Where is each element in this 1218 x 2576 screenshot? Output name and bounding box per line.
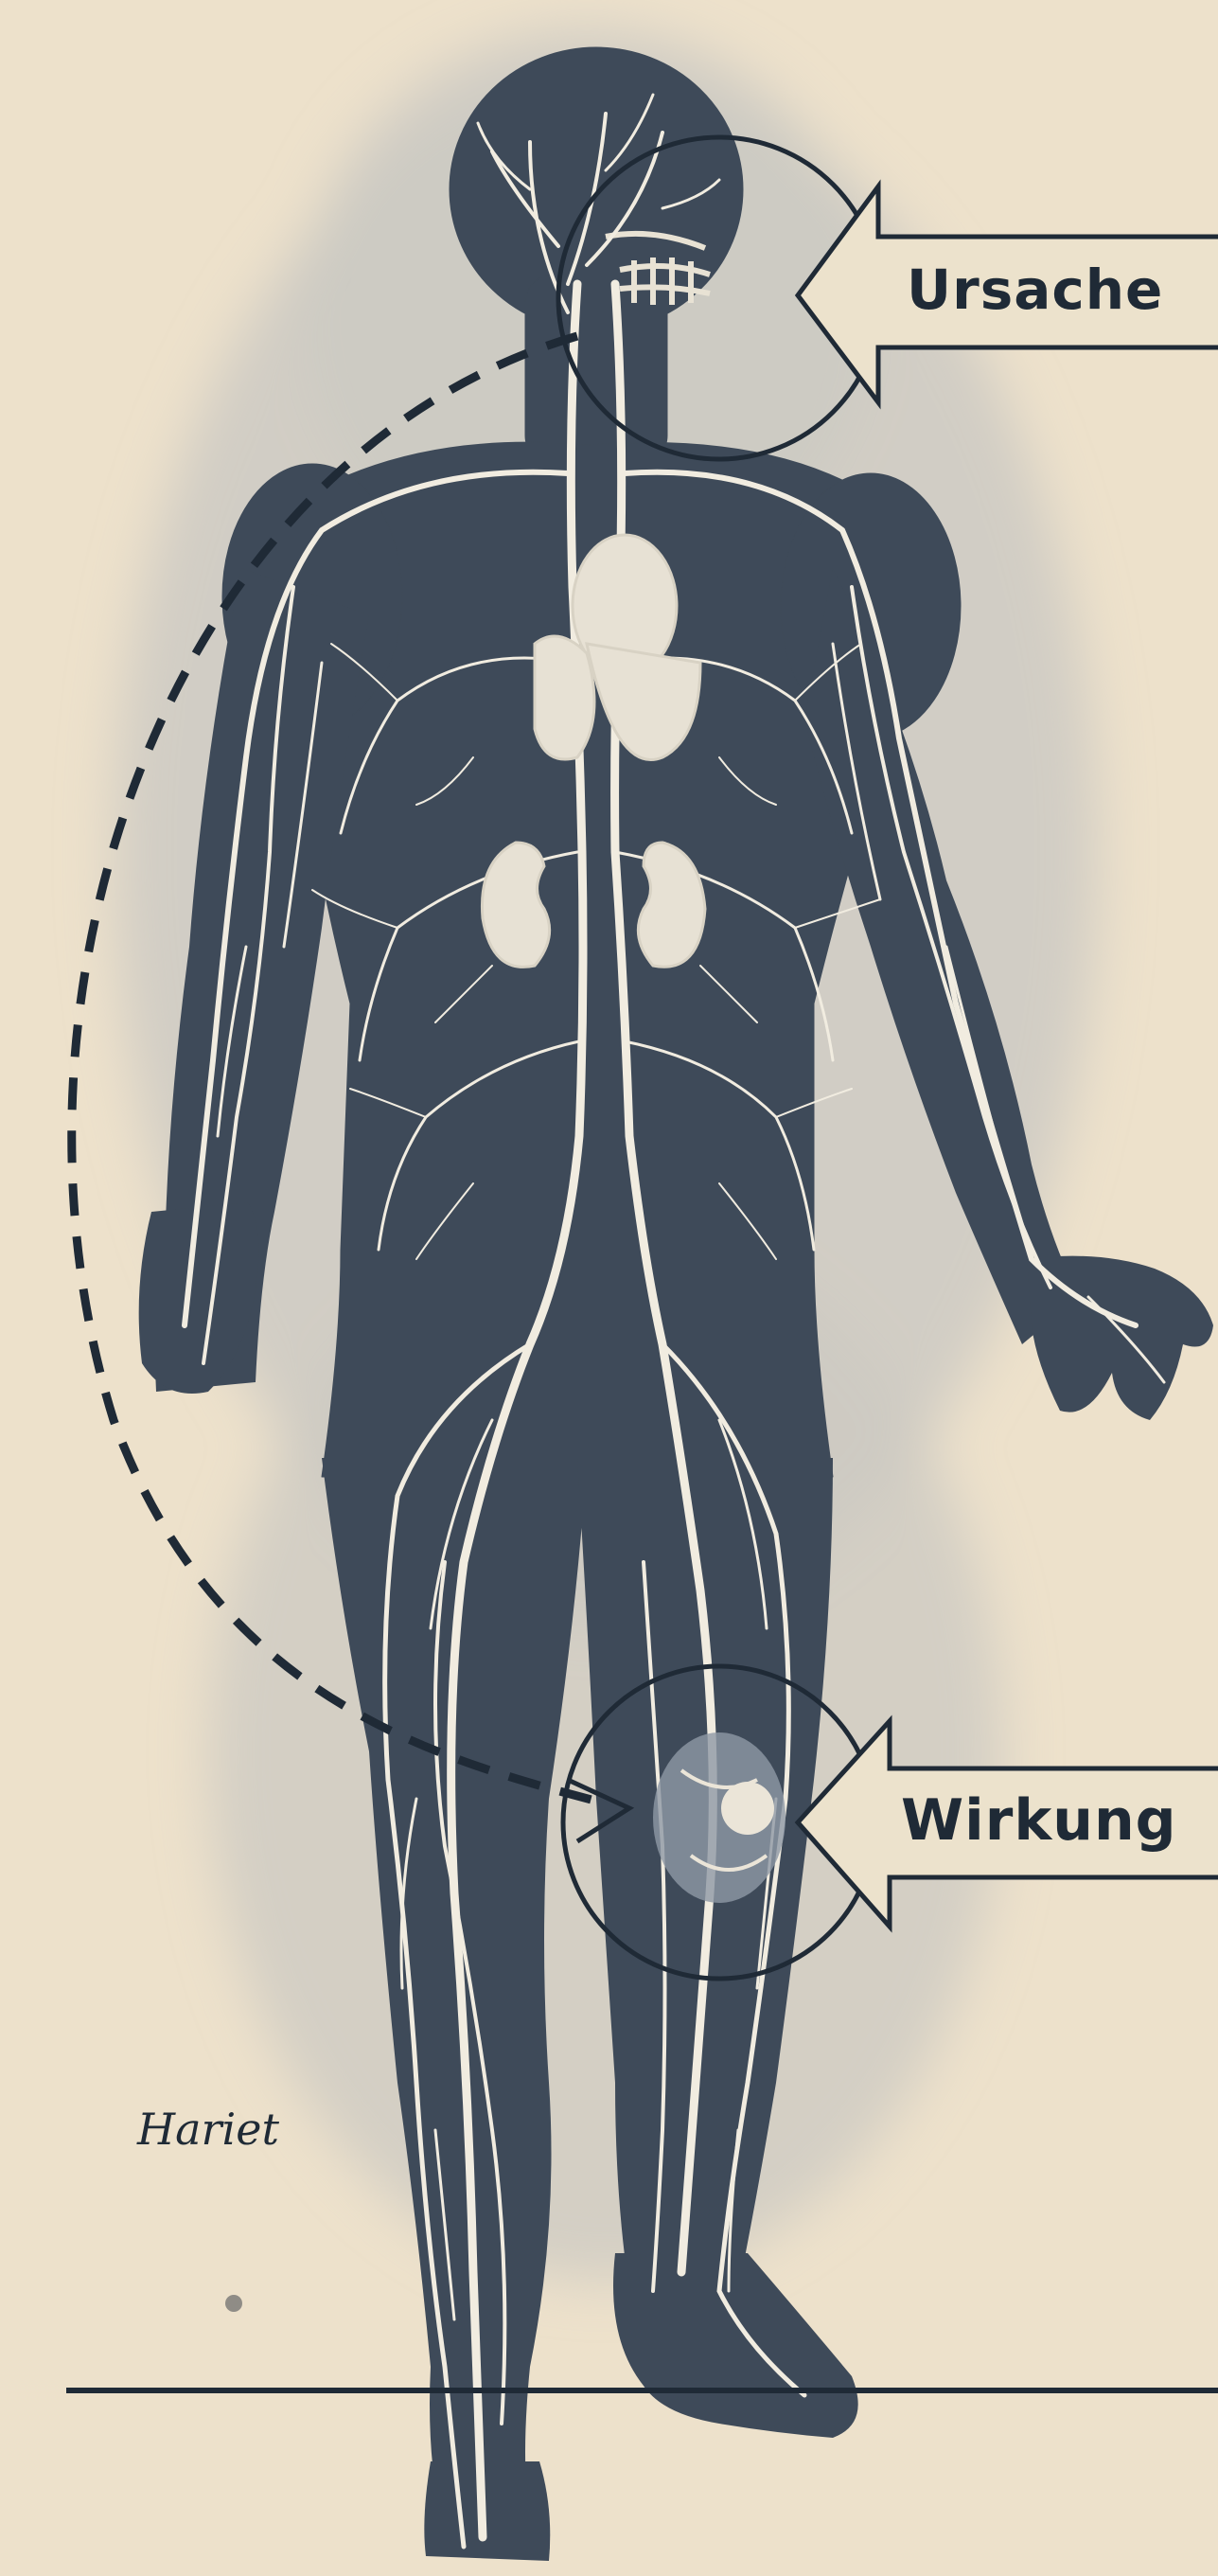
cause-label: Ursache [907, 258, 1163, 322]
neck [525, 275, 667, 464]
left-foot [424, 2461, 550, 2561]
right-foot [613, 2253, 858, 2438]
artist-signature: Hariet [137, 2104, 279, 2155]
effect-label: Wirkung [901, 1787, 1177, 1854]
lung-left [535, 636, 594, 759]
kidney-left [482, 843, 549, 967]
ink-dot [225, 2295, 242, 2312]
knee-joint [653, 1732, 786, 1903]
